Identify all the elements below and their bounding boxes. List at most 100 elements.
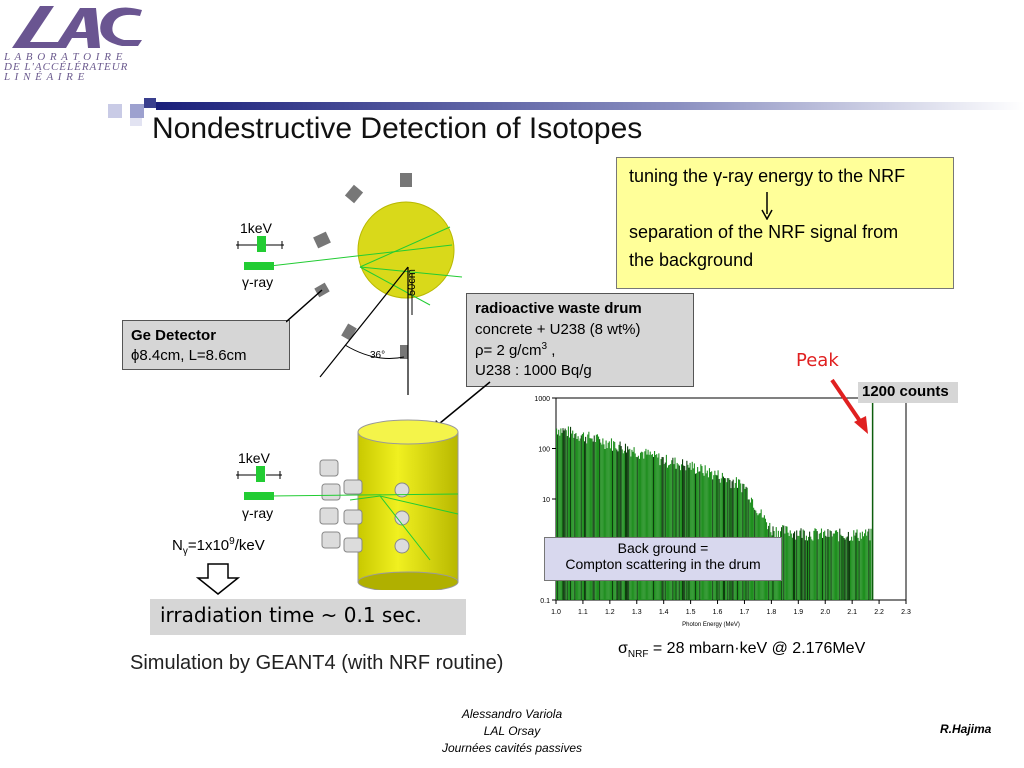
- spectrum-bar: [564, 428, 566, 600]
- spectrum-bar: [640, 452, 642, 600]
- spectrum-bar: [855, 532, 857, 600]
- footer-line-2: LAL Orsay: [483, 724, 541, 738]
- spectrum-bar: [658, 453, 660, 600]
- spectrum-bar: [624, 443, 627, 600]
- spectrum-bar: [654, 451, 656, 600]
- length-label: 50cm: [406, 269, 418, 296]
- spectrum-bar: [589, 438, 591, 600]
- spectrum-bar: [609, 448, 611, 600]
- waste-drum-diagram: [236, 419, 459, 590]
- peak-label: Peak: [796, 350, 839, 371]
- spectrum-bar: [676, 462, 678, 600]
- spectrum-bar: [607, 442, 609, 600]
- spectrum-bar: [567, 426, 569, 600]
- spectrum-bar: [581, 434, 583, 600]
- spectrum-bar: [565, 430, 567, 600]
- detector-block: [341, 323, 357, 341]
- spectrum-bar: [680, 464, 683, 600]
- spectrum-bar: [645, 448, 647, 600]
- logo-wordmark: L A B O R A T O I R E DE L'ACCÉLÉRATEUR …: [4, 52, 154, 83]
- spectrum-bar: [675, 468, 677, 600]
- x-tick-label: 1.3: [632, 609, 642, 616]
- spectrum-bar: [847, 531, 849, 600]
- spectrum-bar: [810, 536, 812, 600]
- ge-detector-spec: ϕ8.4cm, L=8.6cm: [131, 347, 247, 364]
- spectrum-bar: [570, 426, 572, 600]
- header-bar: [108, 98, 1024, 126]
- spectrum-bar: [787, 532, 789, 600]
- lal-logo: [12, 6, 142, 48]
- spectrum-bar: [584, 441, 586, 600]
- simulation-caption: Simulation by GEANT4 (with NRF routine): [130, 652, 504, 674]
- spectrum-bar: [623, 450, 625, 600]
- spectrum-bar: [816, 531, 818, 600]
- spectrum-bar: [811, 539, 813, 600]
- spectrum-bar: [649, 451, 651, 600]
- spectrum-bar: [721, 472, 723, 600]
- spectrum-bar: [617, 451, 619, 600]
- spectrum-bar: [814, 528, 816, 600]
- ge-detector-box: Ge Detector ϕ8.4cm, L=8.6cm: [122, 320, 290, 370]
- spectrum-bar: [825, 535, 827, 600]
- spectrum-bar: [851, 536, 853, 600]
- arrow-down-icon: [761, 192, 773, 220]
- spectrum-bar: [673, 464, 675, 600]
- spectrum-bar: [789, 530, 791, 600]
- spectrum-bar: [700, 464, 702, 600]
- drum-line-2: ρ= 2 g/cm3 ,: [475, 341, 556, 359]
- spectrum-bar: [662, 457, 664, 600]
- spectrum-bar: [802, 529, 804, 600]
- spectrum-bar: [861, 531, 863, 600]
- spectrum-bar: [846, 536, 848, 600]
- spectrum-bar: [852, 540, 854, 600]
- spectrum-bar: [803, 530, 805, 600]
- spectrum-bar: [869, 540, 871, 600]
- spectrum-bar: [638, 458, 641, 600]
- spectrum-bar: [620, 446, 622, 600]
- y-tick-label: 100: [538, 447, 550, 454]
- spectrum-bar: [691, 461, 693, 600]
- spectrum-bar: [574, 434, 576, 600]
- spectrum-bar: [834, 530, 837, 600]
- spectrum-bar: [843, 537, 845, 600]
- spectrum-bar: [668, 465, 670, 600]
- spectrum-bar: [646, 454, 648, 600]
- nrf-tuning-line-3: the background: [629, 250, 754, 270]
- spectrum-bar: [571, 433, 573, 600]
- spectrum-bar: [612, 450, 614, 600]
- spectrum-bar: [704, 465, 706, 600]
- cross-section-label: σNRF = 28 mbarn·keV @ 2.176MeV: [618, 640, 866, 661]
- spectrum-bar: [642, 452, 644, 600]
- footer-center: Alessandro Variola LAL Orsay Journées ca…: [412, 706, 612, 757]
- x-axis-label: Photon Energy (MeV): [682, 622, 740, 628]
- spectrum-bar: [600, 442, 602, 600]
- spectrum-bar: [850, 540, 852, 600]
- spectrum-bar: [710, 472, 712, 600]
- spectrum-bar: [685, 470, 687, 600]
- detector-block: [313, 231, 331, 249]
- spectrum-bar: [840, 534, 842, 600]
- spectrum-bar: [820, 528, 823, 600]
- spectrum-bar: [596, 434, 599, 600]
- spectrum-bar: [826, 536, 828, 600]
- spectrum-bar: [635, 456, 637, 600]
- spectrum-bar: [868, 528, 870, 600]
- spectrum-bar: [784, 533, 786, 600]
- spectrum-bar: [651, 454, 653, 600]
- spectrum-bar: [599, 439, 601, 600]
- spectrum-bar: [669, 464, 671, 600]
- spectrum-bar: [858, 540, 860, 600]
- spectrum-bar: [842, 536, 844, 600]
- spectrum-bar: [561, 432, 563, 600]
- spectrum-bar: [630, 456, 632, 600]
- spectrum-bar: [711, 471, 713, 600]
- spectrum-bar: [837, 531, 839, 600]
- spectrum-bar: [870, 528, 872, 600]
- spectrum-bar: [839, 528, 841, 600]
- spectrum-bar: [798, 535, 800, 600]
- spectrum-bar: [587, 434, 589, 600]
- spectrum-bar: [672, 457, 674, 600]
- spectrum-bar: [627, 446, 629, 600]
- spectrum-bar: [841, 535, 843, 600]
- spectrum-bar: [696, 473, 698, 600]
